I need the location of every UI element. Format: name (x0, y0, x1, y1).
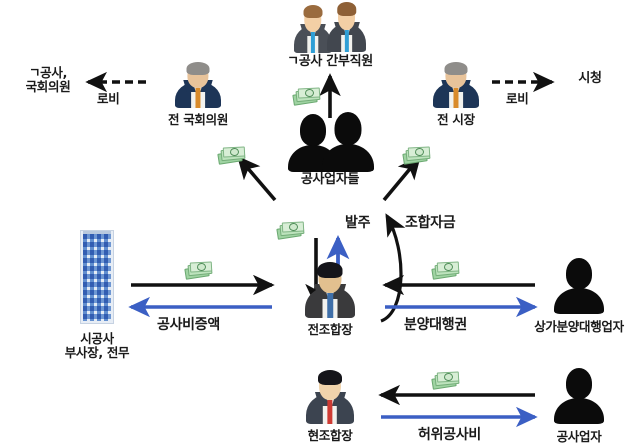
edge-label-order: 발주 (345, 215, 371, 231)
edge-label-cost-increase: 공사비증액 (157, 317, 220, 333)
node-ga-gongsa-assembly[interactable]: ㄱ공사, 국회의원 (10, 66, 86, 94)
silhouette-person-icon (554, 368, 604, 424)
node-current-union-head[interactable]: 현조합장 (285, 370, 375, 443)
node-former-union-head[interactable]: 전조합장 (285, 262, 375, 337)
node-label: 시청 (578, 71, 602, 86)
edge-union-funds (380, 213, 406, 323)
edge-label-lobby-right: 로비 (506, 91, 529, 106)
edge-label-union-funds: 조합자금 (405, 215, 456, 231)
suited-person-icon (175, 62, 221, 108)
node-sales-agent[interactable]: 상가분양대행업자 (518, 258, 640, 334)
two-business-people-icon (294, 2, 366, 54)
node-builder-execs[interactable]: 시공사 부사장, 전무 (34, 230, 160, 360)
silhouette-person-icon (554, 258, 604, 314)
edge-label-lobby-left: 로비 (97, 91, 120, 106)
node-contractor[interactable]: 공사업자 (528, 368, 630, 444)
two-silhouettes-icon (286, 112, 374, 174)
node-former-assemblyman[interactable]: 전 국회의원 (152, 62, 244, 127)
node-label: 전조합장 (307, 322, 353, 337)
node-label: ㄱ공사, (28, 65, 68, 80)
building-icon (80, 230, 114, 324)
node-label: ㄱ공사 간부직원 (287, 54, 373, 69)
suited-person-icon (305, 262, 355, 318)
edge-label-false-cost: 허위공사비 (418, 427, 481, 443)
node-label: 공사업자들 (300, 172, 360, 187)
edge-money-upleft (237, 155, 277, 202)
node-label: 부사장, 전무 (64, 345, 130, 360)
node-label: 현조합장 (307, 428, 353, 443)
suited-person-icon (306, 370, 354, 424)
node-label: 국회의원 (25, 79, 71, 94)
node-contractors[interactable]: 공사업자들 (272, 112, 388, 188)
node-label: 상가분양대행업자 (534, 319, 624, 334)
node-label: 시공사 (80, 331, 114, 346)
node-label: 전 국회의원 (167, 112, 229, 127)
node-city-hall[interactable]: 시청 (560, 71, 620, 87)
edge-label-sales-right: 분양대행권 (404, 317, 467, 333)
node-label: 공사업자 (556, 429, 602, 444)
node-former-mayor[interactable]: 전 시장 (420, 62, 492, 127)
edge-money-upright (382, 155, 421, 202)
suited-person-icon (433, 62, 479, 108)
node-ga-gongsa-executives[interactable]: ㄱ공사 간부직원 (262, 2, 398, 70)
node-label: 전 시장 (437, 112, 475, 127)
